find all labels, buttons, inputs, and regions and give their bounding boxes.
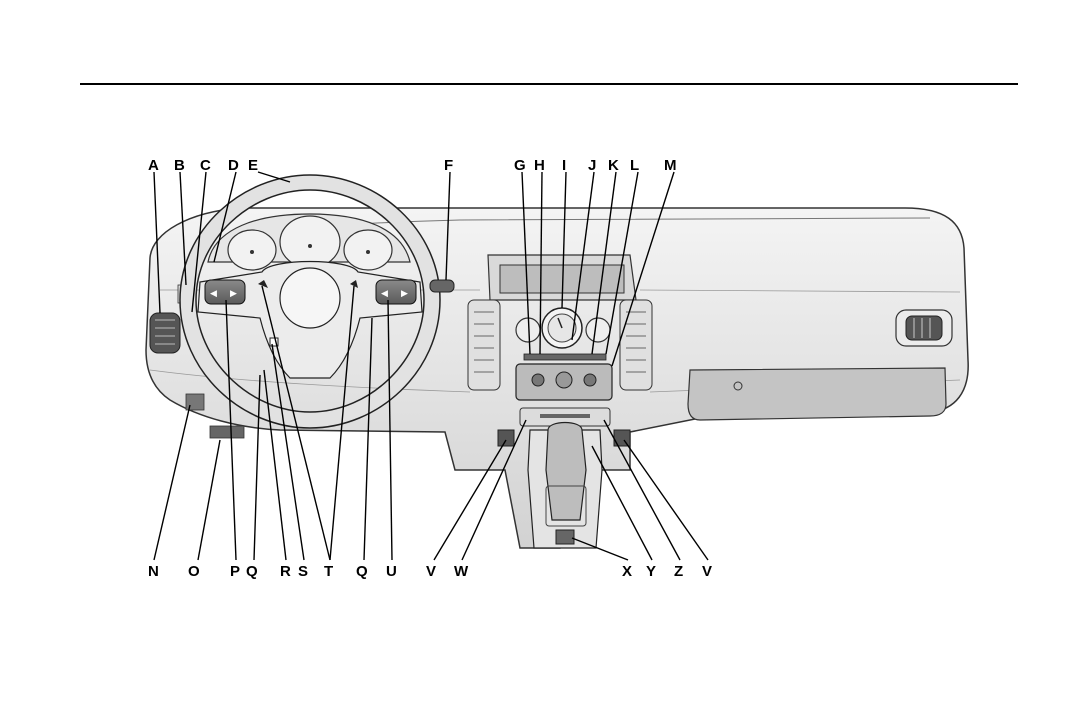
svg-text:▶: ▶ [401, 288, 408, 298]
shift-console [527, 421, 603, 549]
callout-h: H [534, 157, 545, 174]
leader-lines [153, 171, 709, 561]
callout-j: J [588, 157, 596, 174]
callout-f: F [444, 157, 453, 174]
left-side-vent [149, 312, 181, 354]
callout-p: P [230, 563, 240, 580]
callout-r: R [280, 563, 291, 580]
callout-l: L [630, 157, 639, 174]
svg-text:◀: ◀ [210, 288, 217, 298]
glove-box [687, 367, 947, 421]
callout-v-right: V [702, 563, 712, 580]
svg-text:◀: ◀ [381, 288, 388, 298]
callout-c: C [200, 157, 211, 174]
callout-q-right: Q [356, 563, 368, 580]
right-side-vent [895, 309, 953, 347]
lower-left-controls [185, 393, 245, 439]
callout-i: I [562, 157, 566, 174]
callout-m: M [664, 157, 677, 174]
callout-q-left: Q [246, 563, 258, 580]
callout-x: X [622, 563, 632, 580]
svg-text:▶: ▶ [230, 288, 237, 298]
callout-s: S [298, 563, 308, 580]
callout-e: E [248, 157, 258, 174]
callout-y: Y [646, 563, 656, 580]
callout-v-left: V [426, 563, 436, 580]
callout-a: A [148, 157, 159, 174]
instrument-cluster [207, 213, 411, 271]
callout-n: N [148, 563, 159, 580]
callout-b: B [174, 157, 185, 174]
callout-u: U [386, 563, 397, 580]
callout-g: G [514, 157, 526, 174]
header-rule [80, 83, 1018, 85]
callout-w: W [454, 563, 469, 580]
callout-t: T [324, 563, 333, 580]
callout-o: O [188, 563, 200, 580]
steering-wheel: ◀ ▶ ◀ ▶ [179, 174, 441, 429]
callout-d: D [228, 157, 239, 174]
callout-z: Z [674, 563, 683, 580]
turn-signal-lever [429, 279, 455, 293]
callout-k: K [608, 157, 619, 174]
